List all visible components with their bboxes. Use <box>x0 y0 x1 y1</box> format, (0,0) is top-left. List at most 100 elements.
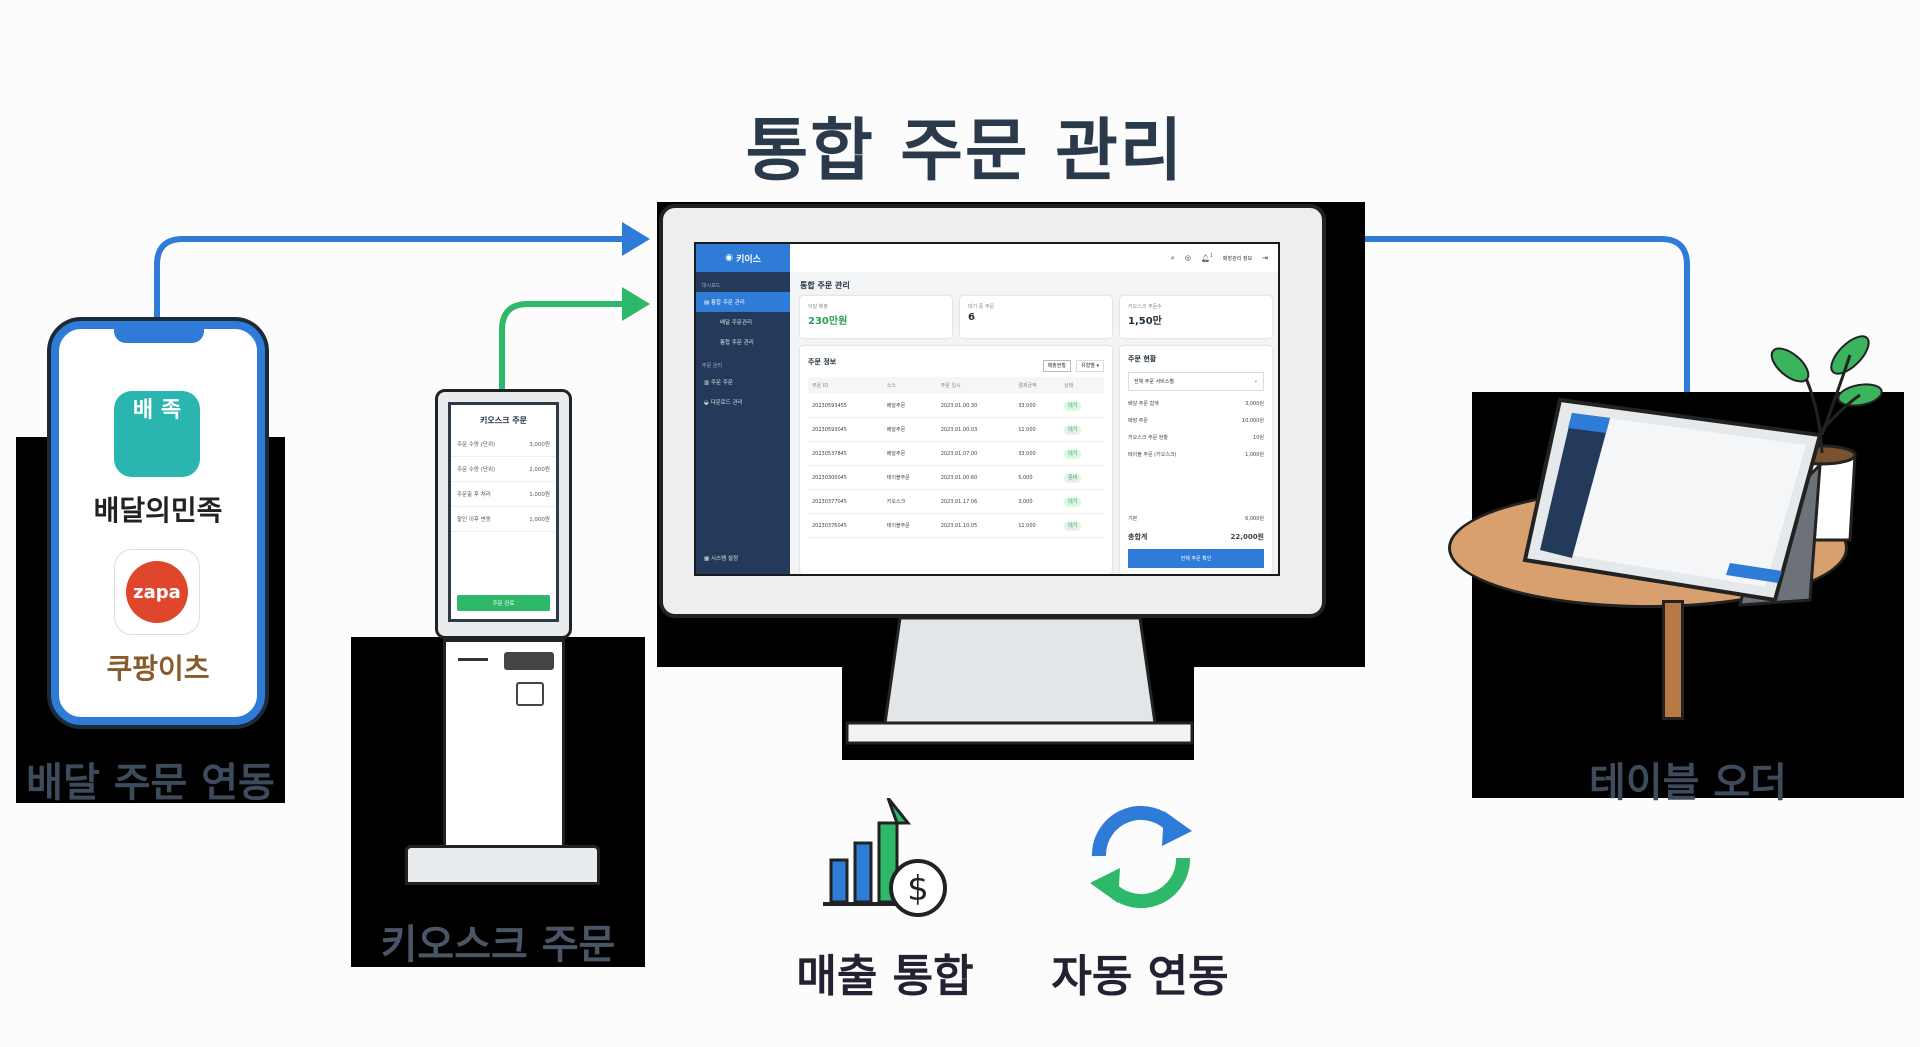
column-header[interactable]: 상태 <box>1060 377 1104 394</box>
column-header[interactable]: 주문 일시 <box>936 377 1015 394</box>
cell-text: 11,000 <box>1018 426 1036 433</box>
app-logo[interactable]: ◉ 키이스 <box>696 244 790 272</box>
service-select[interactable]: 전체 주문 서비스별⌄ <box>1128 372 1264 391</box>
monitor-stand <box>845 618 1194 745</box>
dashboard-title: 통합 주문 관리 <box>800 281 850 290</box>
kiosk-screen: 키오스크 주문 주문 수량 (단위)3,000원 주문 수량 (단위)2,000… <box>448 402 559 622</box>
sidebar-item-label: 주문 주문 <box>710 380 733 386</box>
sidebar-item-integrated-orders[interactable]: ▤ 통합 주문 관리 <box>696 292 790 312</box>
table-cell: 33,000 <box>1014 394 1061 418</box>
table-leg <box>1662 600 1684 720</box>
table-cell: 대기 <box>1060 489 1104 514</box>
column-header[interactable]: 소스 <box>882 377 937 394</box>
logo-text: 키이스 <box>736 254 761 265</box>
column-header[interactable]: 결제금액 <box>1014 377 1061 394</box>
revenue-filter-button[interactable]: 매출현황 <box>1042 360 1071 372</box>
cell-text: 11,000 <box>1018 522 1036 529</box>
item-name: 주문출 후 처리 <box>457 492 491 498</box>
sidebar-item-label: 시스템 설정 <box>710 556 739 562</box>
bell-icon[interactable]: 🔔︎1 <box>1200 253 1213 263</box>
cell-text: 2023.01.00.60 <box>940 474 978 481</box>
kiosk-item[interactable]: 주문 수량 (단위) 3,000원 <box>451 432 556 457</box>
table-cell: 테이블주문 <box>882 465 937 490</box>
top-header: ⌕ ◎ 🔔︎1 매장관리 정보 ⇥ <box>790 244 1278 272</box>
status-badge: 대기 <box>1064 425 1082 435</box>
sync-icon <box>1090 805 1192 909</box>
kiosk-item[interactable]: 주문 수량 (단위)2,000원 <box>451 457 556 482</box>
cell-text: 배달주문 <box>886 403 906 409</box>
line-value: 10,000원 <box>1241 418 1264 424</box>
column-header[interactable]: 주문 ID <box>808 377 883 394</box>
orders-title: 주문 정보 <box>808 357 837 366</box>
line-value: 10원 <box>1253 435 1264 441</box>
kiosk-order-button[interactable]: 주문 완료 <box>457 595 550 611</box>
table-cell: 2023.01.17.06 <box>936 489 1015 514</box>
notification-badge: 1 <box>1209 253 1213 260</box>
table-order-label: 테이블 오더 <box>1589 760 1787 806</box>
table-cell: 배달주문 <box>882 441 937 466</box>
table-cell: 대기 <box>1060 513 1104 538</box>
sidebar-section-label: 주문 관리 <box>702 363 722 369</box>
logout-icon[interactable]: ⇥ <box>1262 254 1268 262</box>
cell-text: 2023.01.10.05 <box>940 522 978 529</box>
stat-card-pending: 대기 중 주문 6 <box>960 296 1112 338</box>
item-price: 1,000원 <box>529 517 550 523</box>
search-icon[interactable]: ⌕ <box>1170 253 1175 262</box>
table-cell: 5,000 <box>1014 465 1061 490</box>
stat-value: 6 <box>968 312 975 323</box>
table-cell: 배달주문 <box>882 394 937 418</box>
cell-text: 20230593045 <box>812 426 847 433</box>
confirm-orders-button[interactable]: 전체 주문 확인 <box>1128 549 1264 568</box>
phone-notch <box>114 325 204 343</box>
tablet <box>1522 397 1823 607</box>
sidebar-item-orders[interactable]: 통합 주문 관리 <box>720 340 754 346</box>
stat-value: 230만원 <box>808 316 848 327</box>
cell-text: 배달주문 <box>886 427 906 433</box>
kiosk-arrow <box>499 301 630 389</box>
settings-icon[interactable]: ◎ <box>1184 254 1191 262</box>
auto-sync-label: 자동 연동 <box>1051 951 1229 1002</box>
sidebar-item-delivery[interactable]: 배달 주문관리 <box>720 320 753 326</box>
status-badge: 대기 <box>1064 497 1082 507</box>
item-price: 3,000원 <box>529 442 550 448</box>
table-cell: 20230593045 <box>808 417 883 442</box>
stat-label: 대기 중 주문 <box>968 304 995 310</box>
line-label: 키오스크 주문 현황 <box>1128 435 1168 441</box>
sidebar-item-settings[interactable]: ▦ 시스템 설정 <box>704 556 739 562</box>
item-price: 2,000원 <box>529 467 550 473</box>
table-cell: 11,000 <box>1014 417 1061 442</box>
table-cell: 2023.01.00.30 <box>936 394 1015 418</box>
zapa-logo: zapa <box>126 561 188 623</box>
type-filter-dropdown[interactable]: 유형별 ▾ <box>1076 360 1104 372</box>
item-name: 주문 수량 (단위) <box>457 442 496 448</box>
sidebar-item-download[interactable]: ◒ 다운로드 관리 <box>704 400 743 406</box>
baemin-app-icon[interactable]: 배 족 <box>114 391 200 477</box>
coupang-eats-app-icon[interactable]: zapa <box>114 549 200 635</box>
total-label: 총합계 <box>1128 533 1148 541</box>
delivery-label: 배달 주문 연동 <box>26 760 275 806</box>
smartphone: 배 족 배달의민족 zapa 쿠팡이츠 <box>51 321 265 725</box>
sidebar-item-order[interactable]: ▥ 주문 주문 <box>704 380 733 386</box>
scanner <box>516 682 544 706</box>
cell-text: 20230537845 <box>812 450 847 457</box>
table-cell: 20230300045 <box>808 465 883 490</box>
stat-label: 이달 매출 <box>808 304 828 310</box>
table-cell: 키오스크 <box>882 489 937 514</box>
user-menu[interactable]: 매장관리 정보 <box>1222 255 1253 262</box>
cell-text: 키오스크 <box>886 499 906 505</box>
status-line: 키오스크 주문 현황 10원 <box>1120 429 1272 446</box>
page-title: 통합 주문 관리 <box>745 112 1185 191</box>
table-cell: 대기 <box>1060 394 1104 418</box>
table-arrow <box>1355 236 1690 400</box>
